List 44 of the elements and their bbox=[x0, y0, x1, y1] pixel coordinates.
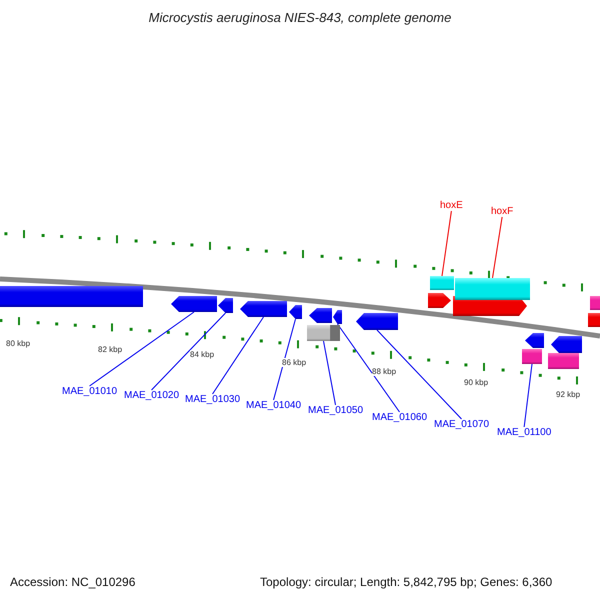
gene-block bbox=[522, 349, 542, 364]
gene-label: MAE_01060 bbox=[372, 412, 428, 423]
gene-label: MAE_01030 bbox=[185, 394, 240, 405]
leader-line bbox=[492, 216, 503, 278]
tick-label: 86 kbp bbox=[282, 358, 306, 367]
leader-line bbox=[89, 312, 194, 386]
gene-feature bbox=[428, 293, 451, 308]
gene-block bbox=[430, 276, 454, 290]
tick-label: 92 kbp bbox=[556, 390, 580, 399]
gene-label: MAE_01020 bbox=[124, 390, 180, 401]
gene-label: MAE_01100 bbox=[497, 427, 552, 438]
gene-feature bbox=[240, 301, 287, 317]
tick-label: 88 kbp bbox=[372, 367, 396, 376]
leader-line bbox=[337, 324, 400, 412]
gene-label: MAE_01010 bbox=[62, 386, 118, 397]
gene-block bbox=[455, 278, 530, 300]
gene-label: hoxF bbox=[491, 206, 514, 217]
gene-feature bbox=[289, 305, 302, 319]
leader-line bbox=[151, 312, 226, 390]
leader-line bbox=[323, 340, 336, 406]
tick-label: 82 kbp bbox=[98, 345, 122, 354]
gene-label: MAE_01040 bbox=[246, 400, 302, 411]
footer-text: Accession: NC_010296 bbox=[10, 575, 136, 589]
gene-feature bbox=[356, 313, 398, 330]
leader-line bbox=[376, 330, 462, 420]
gene-block bbox=[307, 325, 340, 341]
gene-block bbox=[588, 313, 600, 327]
gene-label: MAE_01070 bbox=[434, 419, 490, 430]
title: Microcystis aeruginosa NIES-843, complete genome bbox=[148, 10, 452, 25]
gene-block bbox=[548, 353, 579, 369]
gene-block bbox=[0, 286, 143, 307]
gene-block bbox=[590, 296, 600, 310]
footer-text: Topology: circular; Length: 5,842,795 bp; Genes: 6,360 bbox=[260, 575, 552, 589]
gene-feature bbox=[551, 336, 582, 353]
gene-label: hoxE bbox=[440, 200, 463, 211]
leader-line bbox=[212, 316, 264, 394]
tick-label: 80 kbp bbox=[6, 339, 30, 348]
leader-line bbox=[273, 318, 296, 400]
tick-label: 90 kbp bbox=[464, 378, 488, 387]
gene-label: MAE_01050 bbox=[308, 405, 364, 416]
gene-feature bbox=[218, 298, 233, 313]
tick-label: 84 kbp bbox=[190, 350, 214, 359]
gene-feature bbox=[525, 333, 544, 348]
leader-line bbox=[524, 364, 532, 428]
